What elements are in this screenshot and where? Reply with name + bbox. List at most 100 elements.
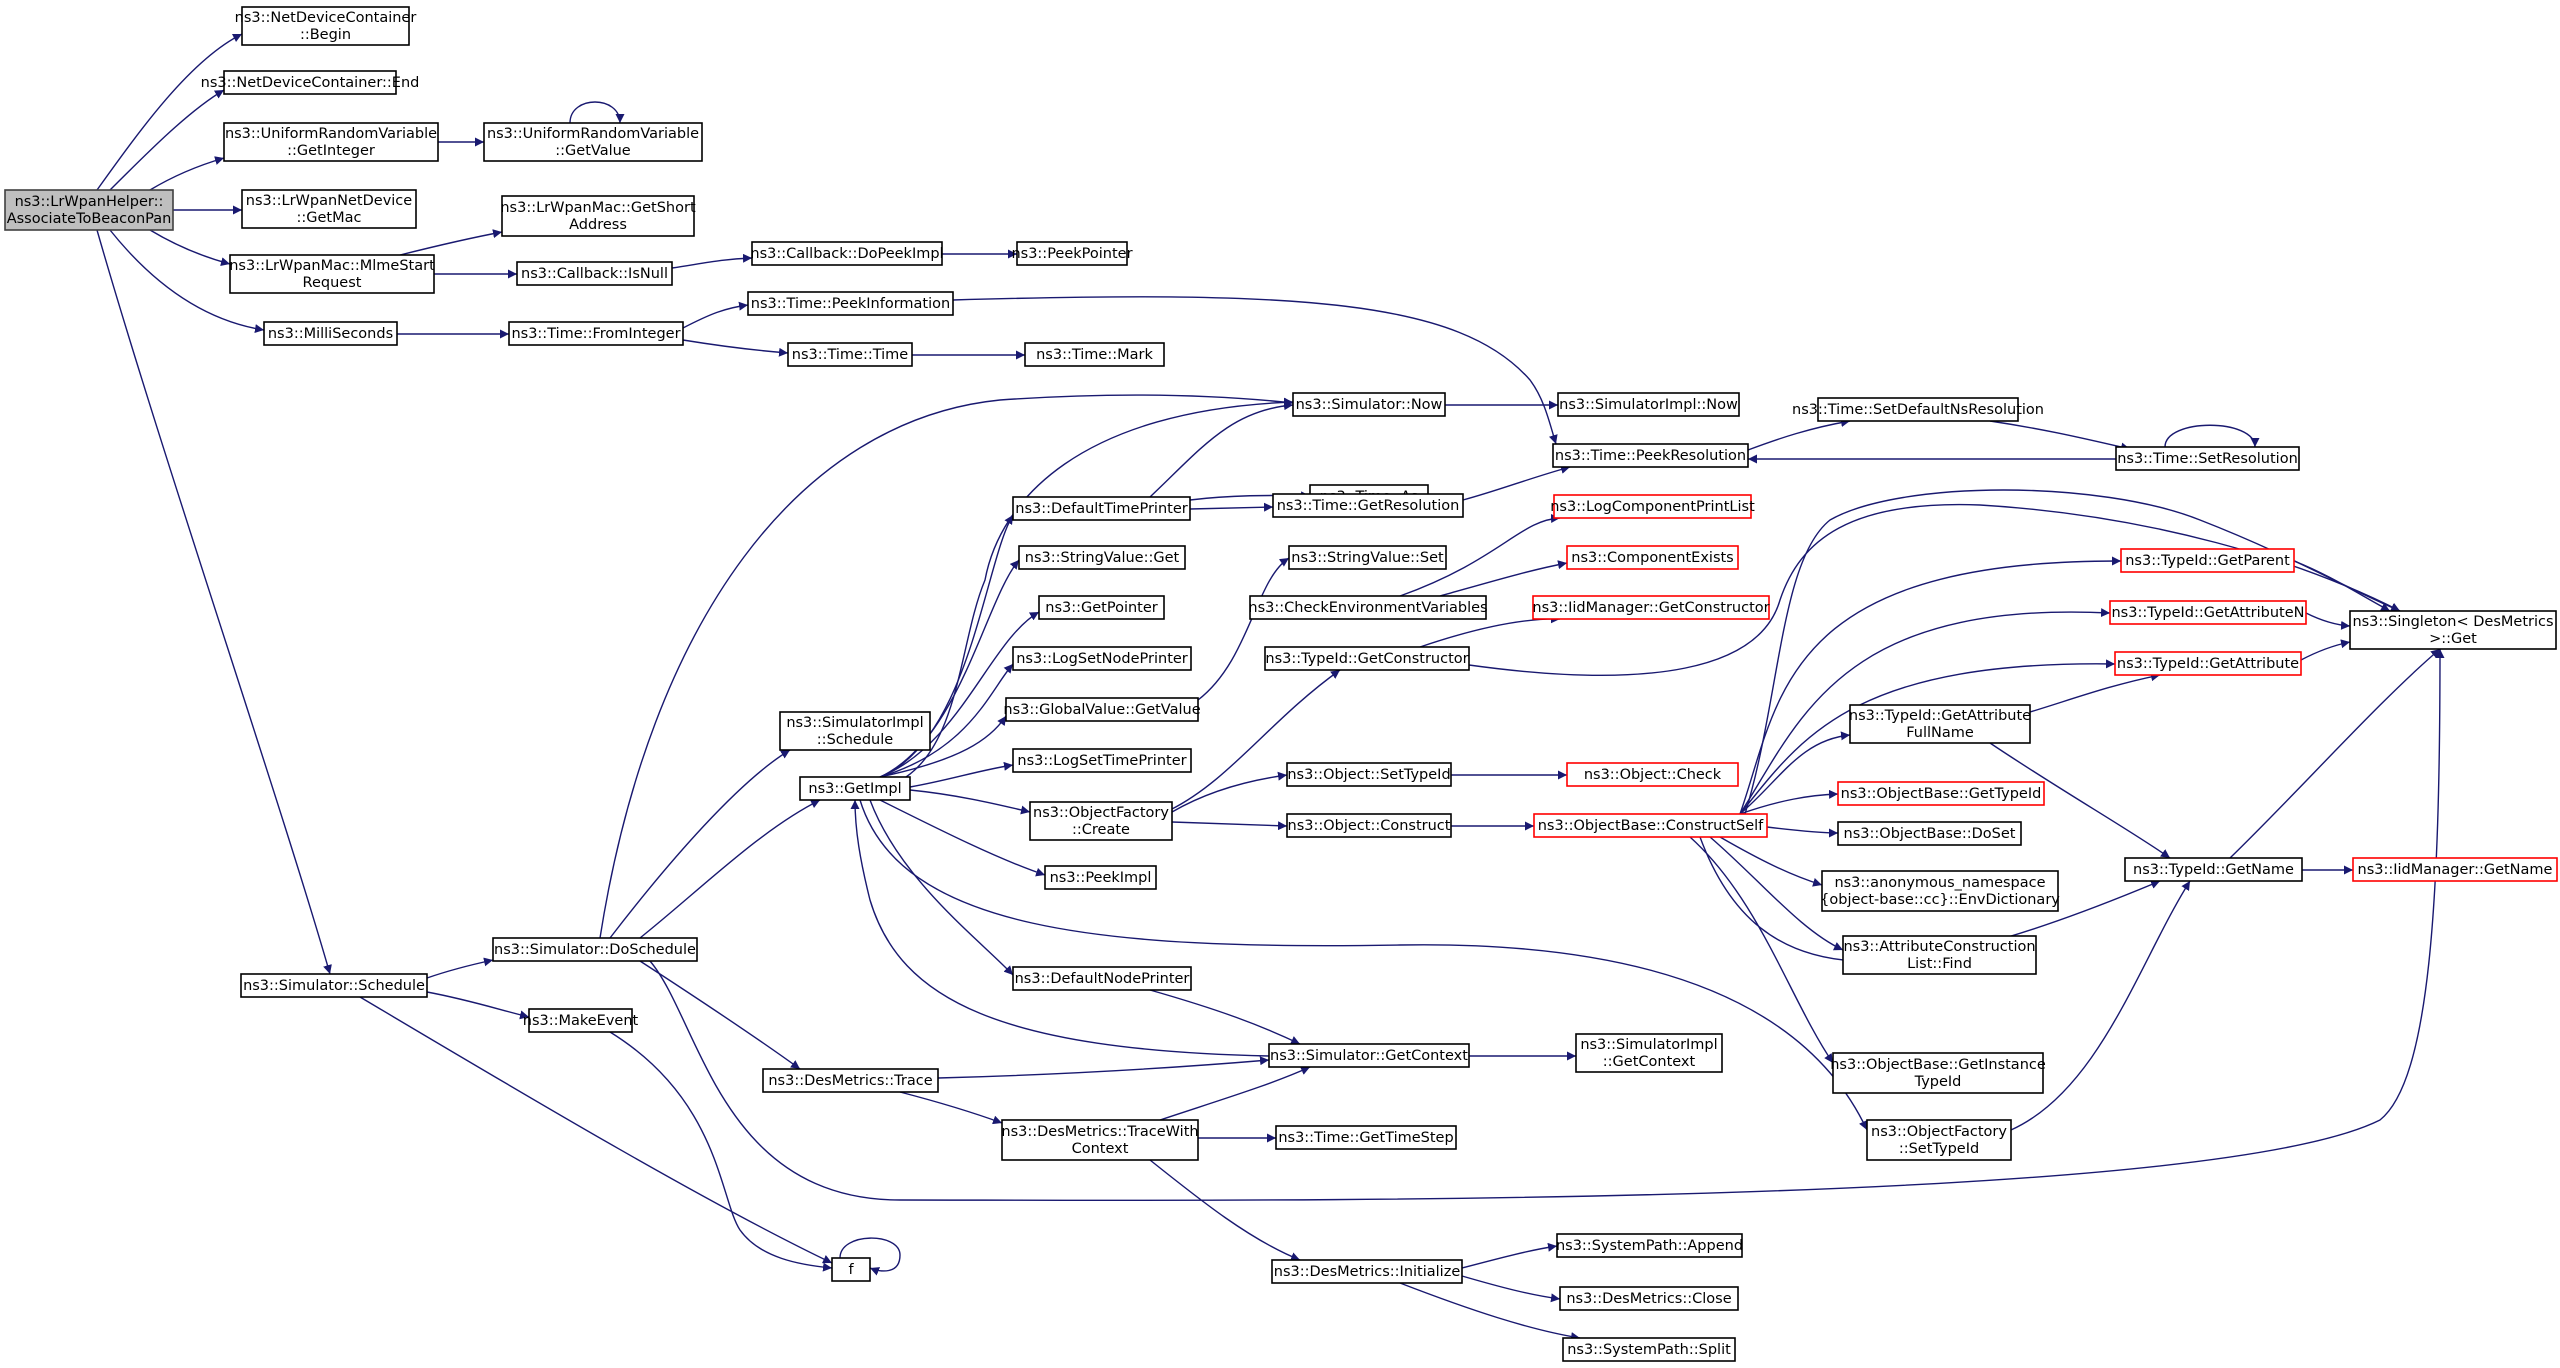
node-box xyxy=(1249,595,1487,620)
node-box xyxy=(1038,595,1165,620)
node-checkEnv[interactable]: ns3::CheckEnvironmentVariables xyxy=(1248,595,1488,620)
node-simGetContext[interactable]: ns3::Simulator::GetContext xyxy=(1268,1043,1470,1068)
node-ofSetTypeId[interactable]: ns3::ObjectFactory::SetTypeId xyxy=(1866,1119,2012,1161)
call-edge-assoc-to-simSchedule xyxy=(96,229,332,975)
node-iidGetCtor[interactable]: ns3::IidManager::GetConstructor xyxy=(1532,595,1770,620)
node-peekImpl[interactable]: ns3::PeekImpl xyxy=(1044,865,1157,890)
call-edge-obConstructSelf-to-envDict xyxy=(1719,836,1823,887)
call-edge-timePeekInfo-to-timePeekRes xyxy=(952,296,1558,445)
node-timeMark[interactable]: ns3::Time::Mark xyxy=(1024,342,1165,367)
node-tidGetParent[interactable]: ns3::TypeId::GetParent xyxy=(2120,548,2295,573)
node-compExists[interactable]: ns3::ComponentExists xyxy=(1566,545,1739,570)
node-box xyxy=(229,254,435,294)
node-label: ns3::Simulator::Schedule xyxy=(243,978,425,994)
node-dmTrace[interactable]: ns3::DesMetrics::Trace xyxy=(762,1068,939,1093)
call-edge-checkEnv-to-compExists xyxy=(1439,560,1568,597)
node-urvGetInteger[interactable]: ns3::UniformRandomVariable::GetInteger xyxy=(223,122,439,162)
node-iidGetName[interactable]: ns3::IidManager::GetName xyxy=(2352,857,2558,882)
node-label: ns3::DesMetrics::TraceWith xyxy=(1001,1124,1198,1140)
node-box xyxy=(1029,801,1173,841)
node-defTimePrinter[interactable]: ns3::DefaultTimePrinter xyxy=(1012,496,1191,521)
node-simSchedule[interactable]: ns3::Simulator::Schedule xyxy=(240,973,428,998)
node-tidGetName[interactable]: ns3::TypeId::GetName xyxy=(2124,857,2303,882)
node-label: ns3::Time::SetResolution xyxy=(2117,451,2298,467)
node-simDoSchedule[interactable]: ns3::Simulator::DoSchedule xyxy=(492,937,698,962)
node-label: ns3::SystemPath::Split xyxy=(1567,1342,1731,1358)
node-label: ns3::Time::PeekResolution xyxy=(1555,448,1746,464)
node-timePeekInfo[interactable]: ns3::Time::PeekInformation xyxy=(747,291,954,316)
node-timeGetStep[interactable]: ns3::Time::GetTimeStep xyxy=(1275,1125,1457,1150)
node-getImpl[interactable]: ns3::GetImpl xyxy=(799,776,911,801)
node-ofCreate[interactable]: ns3::ObjectFactory::Create xyxy=(1029,801,1173,841)
call-edge-ofSetTypeId-to-tidGetName xyxy=(2010,880,2191,1131)
node-dmInit[interactable]: ns3::DesMetrics::Initialize xyxy=(1271,1259,1463,1284)
node-getPointer[interactable]: ns3::GetPointer xyxy=(1038,595,1165,620)
node-logSetTime[interactable]: ns3::LogSetTimePrinter xyxy=(1012,748,1192,773)
node-simImplNow[interactable]: ns3::SimulatorImpl::Now xyxy=(1557,392,1740,417)
node-tidGetAttr[interactable]: ns3::TypeId::GetAttribute xyxy=(2114,651,2302,676)
node-spAppend[interactable]: ns3::SystemPath::Append xyxy=(1556,1233,1743,1258)
call-edge-cbIsNull-to-cbDoPeek xyxy=(671,253,753,269)
node-simNow[interactable]: ns3::Simulator::Now xyxy=(1292,392,1446,417)
node-logSetNode[interactable]: ns3::LogSetNodePrinter xyxy=(1012,646,1192,671)
node-label: ns3::Simulator::Now xyxy=(1296,397,1443,413)
node-envDict[interactable]: ns3::anonymous_namespace{object-base::cc… xyxy=(1820,870,2060,912)
node-gvGetValue[interactable]: ns3::GlobalValue::GetValue xyxy=(1003,697,1201,722)
node-timeSetDef[interactable]: ns3::Time::SetDefaultNsResolution xyxy=(1792,397,2044,422)
node-singletonGet[interactable]: ns3::Singleton< DesMetrics >::Get xyxy=(2349,610,2557,650)
node-logCompPrint[interactable]: ns3::LogComponentPrintList xyxy=(1550,494,1755,519)
node-timeGetRes[interactable]: ns3::Time::GetResolution xyxy=(1272,493,1464,518)
node-cbDoPeek[interactable]: ns3::Callback::DoPeekImpl xyxy=(750,241,944,266)
node-objSetTypeId[interactable]: ns3::Object::SetTypeId xyxy=(1286,762,1452,787)
node-box xyxy=(1837,781,2045,806)
node-defNodePrinter[interactable]: ns3::DefaultNodePrinter xyxy=(1012,966,1192,991)
node-label: ns3::Time::PeekInformation xyxy=(751,296,950,312)
node-label: ns3::Time::Time xyxy=(792,347,909,363)
node-box xyxy=(1268,1043,1470,1068)
node-timeSetRes[interactable]: ns3::Time::SetResolution xyxy=(2115,446,2300,471)
node-lrndGetMac[interactable]: ns3::LrWpanNetDevice::GetMac xyxy=(241,189,417,229)
node-label: ns3::DesMetrics::Initialize xyxy=(1274,1264,1461,1280)
node-obDoSet[interactable]: ns3::ObjectBase::DoSet xyxy=(1837,821,2022,846)
node-label: ns3::ObjectFactory xyxy=(1871,1124,2007,1140)
call-edge-timeFromInt-to-timePeekInfo xyxy=(682,301,749,329)
node-milli[interactable]: ns3::MilliSeconds xyxy=(263,321,398,346)
node-ndcEnd[interactable]: ns3::NetDeviceContainer::End xyxy=(201,70,420,95)
node-obConstructSelf[interactable]: ns3::ObjectBase::ConstructSelf xyxy=(1533,813,1768,838)
node-box xyxy=(1562,1337,1736,1362)
node-spSplit[interactable]: ns3::SystemPath::Split xyxy=(1562,1337,1736,1362)
node-makeEvent[interactable]: ns3::MakeEvent xyxy=(523,1008,639,1033)
node-obGetTypeId[interactable]: ns3::ObjectBase::GetTypeId xyxy=(1837,781,2045,806)
node-dmClose[interactable]: ns3::DesMetrics::Close xyxy=(1559,1286,1739,1311)
node-timePeekRes[interactable]: ns3::Time::PeekResolution xyxy=(1552,443,1749,468)
node-assoc[interactable]: ns3::LrWpanHelper::AssociateToBeaconPan xyxy=(4,189,174,231)
node-tidGetAttrN[interactable]: ns3::TypeId::GetAttributeN xyxy=(2109,600,2307,625)
node-label: ns3::ObjectBase::DoSet xyxy=(1844,826,2016,842)
node-svGet[interactable]: ns3::StringValue::Get xyxy=(1018,545,1186,570)
node-simImplGetContext[interactable]: ns3::SimulatorImpl::GetContext xyxy=(1575,1033,1723,1073)
call-edge-tidGetAttr-to-singletonGet xyxy=(2300,639,2351,661)
node-f[interactable]: f xyxy=(831,1257,871,1282)
node-objCheck[interactable]: ns3::Object::Check xyxy=(1566,762,1739,787)
node-label: ns3::ObjectBase::GetTypeId xyxy=(1841,786,2042,802)
node-timeFromInt[interactable]: ns3::Time::FromInteger xyxy=(508,321,684,346)
node-timeTime[interactable]: ns3::Time::Time xyxy=(787,342,913,367)
node-ndcBegin[interactable]: ns3::NetDeviceContainer::Begin xyxy=(235,6,417,46)
node-peekPointer[interactable]: ns3::PeekPointer xyxy=(1011,241,1133,266)
node-urvGetValue[interactable]: ns3::UniformRandomVariable::GetValue xyxy=(483,122,703,162)
call-edge-ofCreate-to-tidGetCtor xyxy=(1169,669,1341,811)
call-edge-obConstructSelf-to-obGetTypeId xyxy=(1739,789,1839,815)
node-simImplSchedule[interactable]: ns3::SimulatorImpl::Schedule xyxy=(779,711,931,751)
node-cbIsNull[interactable]: ns3::Callback::IsNull xyxy=(516,261,673,286)
node-svSet[interactable]: ns3::StringValue::Set xyxy=(1288,545,1447,570)
node-label: ns3::ObjectBase::ConstructSelf xyxy=(1538,818,1764,834)
node-tidGetCtor[interactable]: ns3::TypeId::GetConstructor xyxy=(1264,646,1470,671)
node-box xyxy=(2124,857,2303,882)
node-objConstruct[interactable]: ns3::Object::Construct xyxy=(1286,813,1452,838)
